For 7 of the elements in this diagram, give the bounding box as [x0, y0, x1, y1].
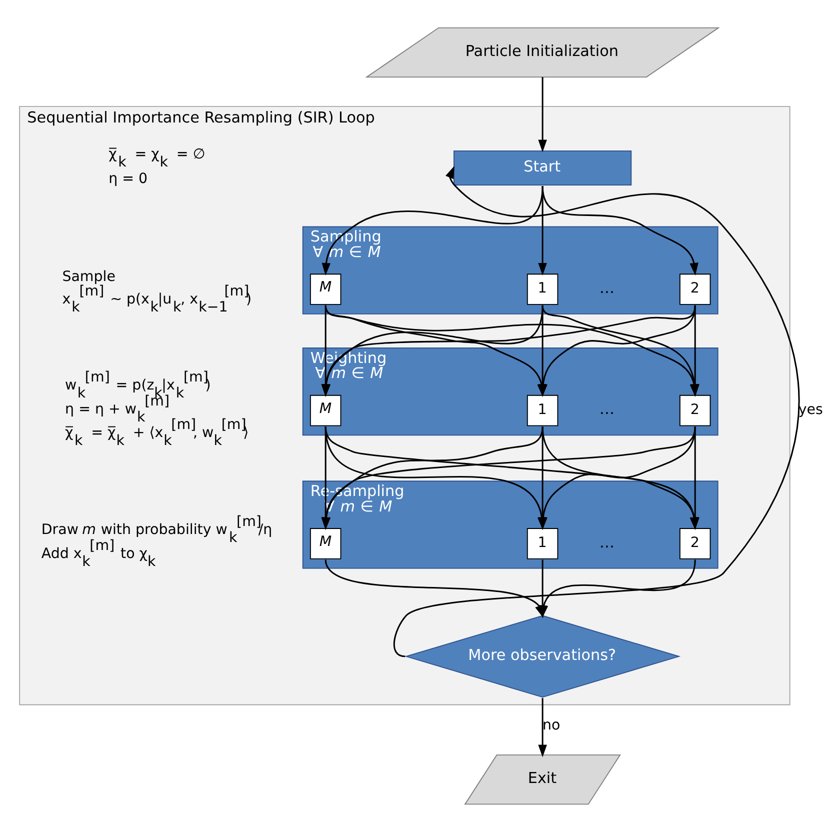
label: … [599, 400, 615, 418]
label: η = 0 [108, 170, 148, 187]
edge-label: yes [798, 401, 823, 418]
edge-label: no [542, 716, 560, 733]
label: Sample [62, 268, 116, 284]
label: … [599, 278, 615, 296]
label: … [599, 532, 615, 551]
